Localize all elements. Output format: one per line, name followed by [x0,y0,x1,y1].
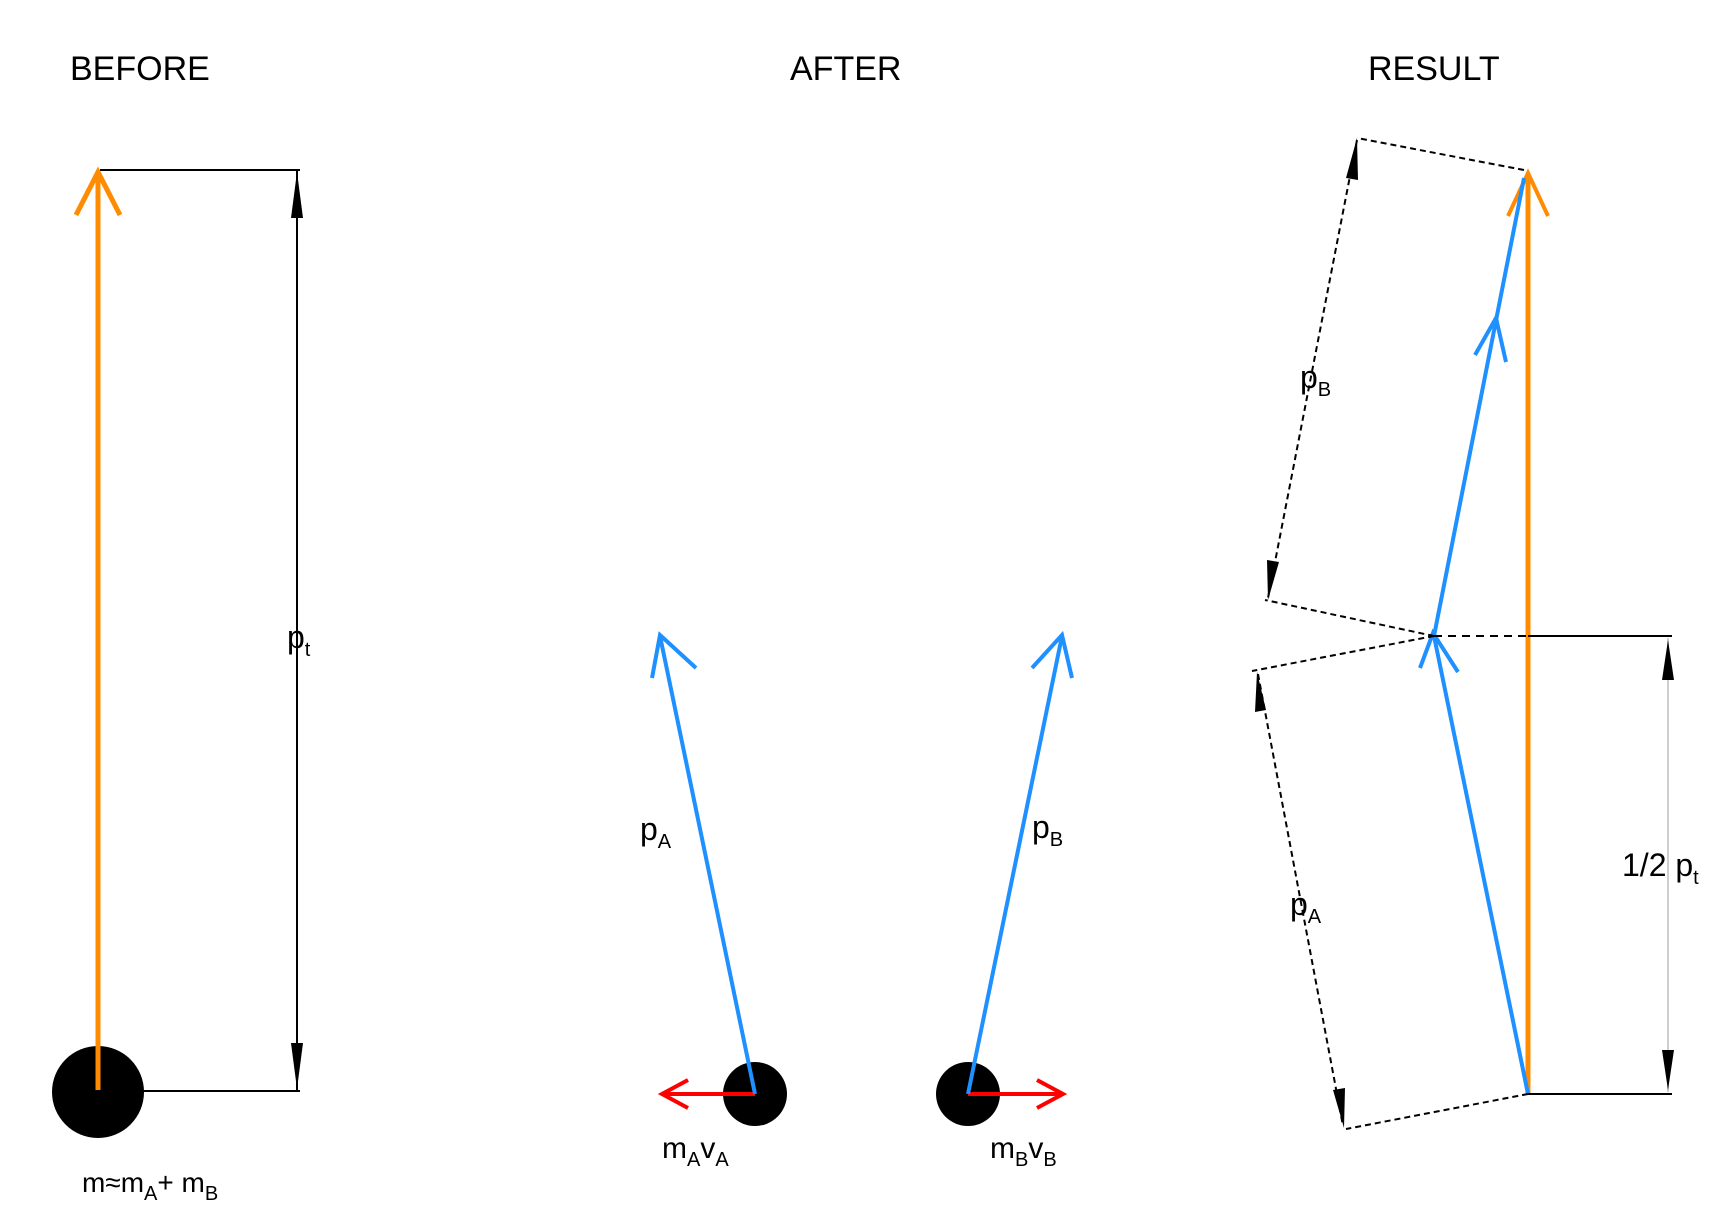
result-p-a-vector [1432,635,1530,1095]
p-a-dim-arrowhead-top [1255,672,1266,712]
result-panel: 1/2 pt pA pB [1251,137,1699,1130]
half-pt-label: 1/2 pt [1622,847,1699,889]
p-a-vector [658,635,757,1095]
p-b-dim-ext-top [1356,137,1525,171]
p-b-label: pB [1032,809,1063,851]
result-p-b-label: pB [1300,359,1331,401]
p-b-dimension-line [1267,139,1358,599]
mv-a-label: mAvA [662,1132,729,1171]
p-b-dim-arrowhead-top [1346,138,1358,180]
half-pt-arrowhead-top [1662,640,1674,680]
p-a-dim-arrowhead-bottom [1333,1088,1345,1128]
p-a-arrowhead [650,631,698,679]
result-total-arrowhead [1506,168,1550,217]
result-p-b-arrowhead [1473,312,1508,363]
p-b-arrowhead [1030,630,1074,679]
mv-b-arrowhead [1036,1078,1068,1110]
result-p-b-vector [1432,177,1526,637]
p-a-dimension-line [1257,673,1344,1127]
combined-mass-ball [52,1046,144,1138]
p-b-dim-ext-bottom [1264,599,1435,637]
after-panel: pA mAvA pB mBvB [640,630,1074,1171]
mass-relation-label: m≈mA+ mB [82,1167,218,1205]
before-title: BEFORE [70,50,210,88]
half-pt-arrowhead-bottom [1662,1050,1674,1090]
before-panel: pt m≈mA+ mB [52,166,311,1205]
result-p-a-label: pA [1290,886,1322,928]
pt-dimension-arrowhead-bottom [291,1043,303,1089]
mv-b-label: mBvB [990,1132,1057,1171]
p-b-dim-arrowhead-bottom [1267,560,1279,600]
total-momentum-arrowhead [73,166,123,217]
p-b-vector [966,635,1064,1095]
pt-label: pt [287,619,311,661]
p-a-label: pA [640,811,672,853]
pt-dimension-arrowhead-top [291,172,303,218]
p-a-dim-ext-top [1251,635,1435,672]
after-title: AFTER [790,50,901,88]
p-a-dim-ext-bottom [1345,1093,1529,1130]
result-title: RESULT [1368,50,1500,88]
mv-a-arrowhead [657,1078,689,1110]
